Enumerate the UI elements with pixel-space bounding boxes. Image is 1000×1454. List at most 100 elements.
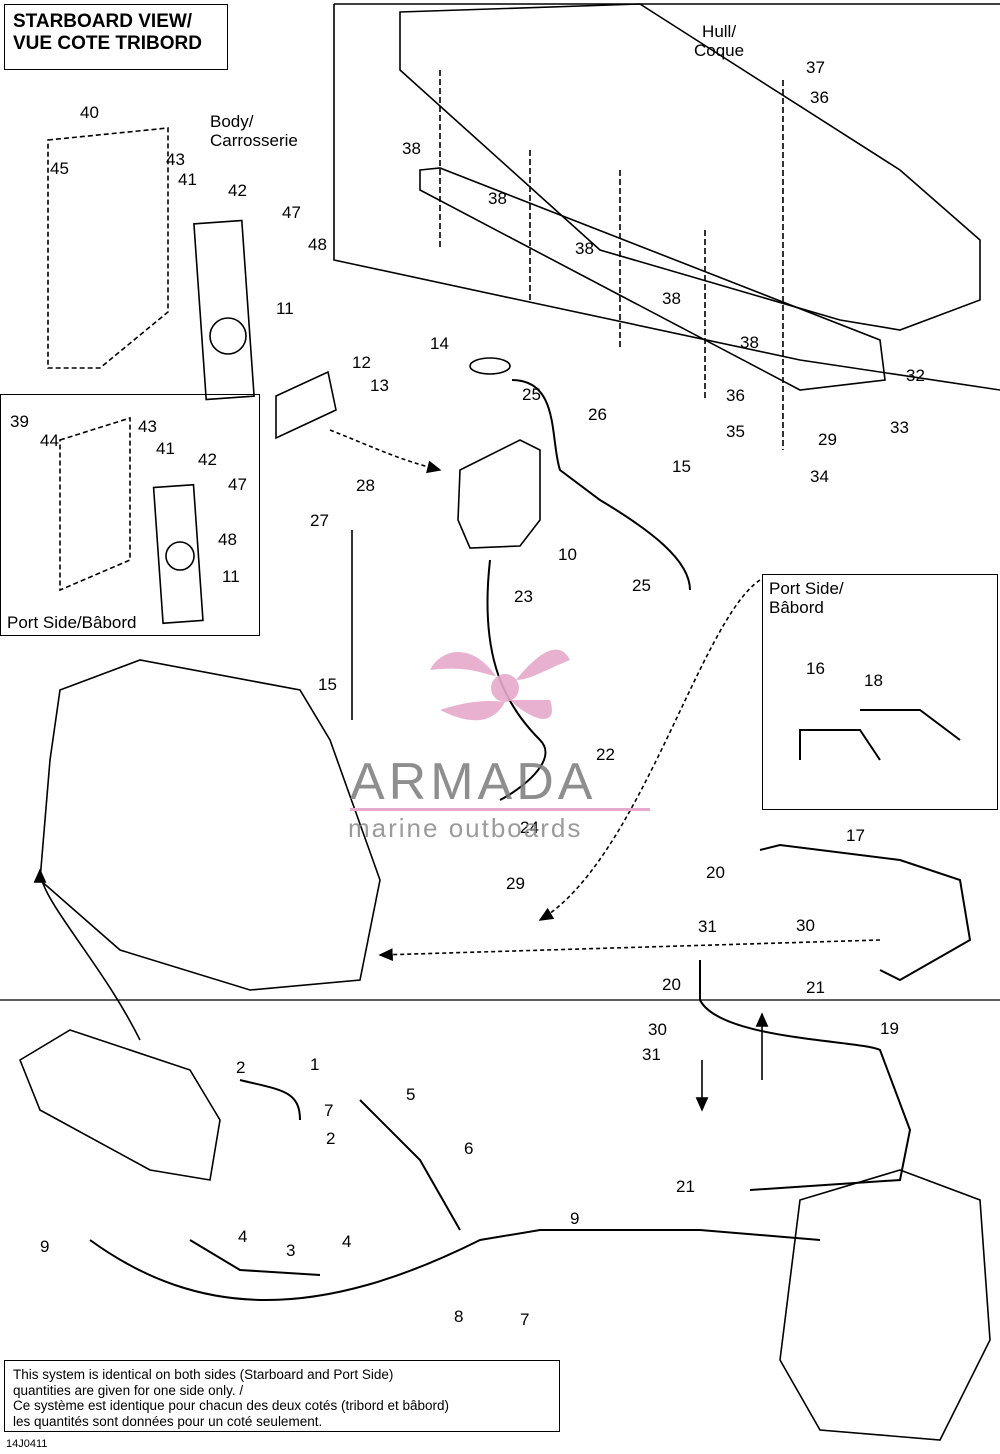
body-panel [47,127,169,369]
inset-hose-18 [860,709,961,741]
hose-1 [239,1079,301,1121]
jet-pump [779,1169,991,1441]
watermark-tagline: marine outboards [348,813,583,843]
callout-number: 48 [308,235,327,254]
callout-number: 37 [806,58,825,77]
callout-number: 19 [880,1019,899,1038]
callout-number: 26 [588,405,607,424]
callout-number: 14 [430,334,449,353]
callout-number: 27 [310,511,329,530]
callout-number: 43 [166,150,185,169]
callout-number: 4 [342,1232,351,1251]
callout-number: 38 [402,139,421,158]
hose-5 [359,1099,461,1231]
diagram-code: 14J0411 [6,1438,48,1450]
callout-number: 42 [228,181,247,200]
plate-hole [209,317,247,355]
hose-3 [189,1239,321,1276]
hose-22 [486,559,547,801]
callout-number: 33 [890,418,909,437]
callout-number: 22 [596,745,615,764]
callout-number: 15 [672,457,691,476]
callout-number: 35 [726,422,745,441]
callout-number: 5 [406,1085,415,1104]
callout-number: 20 [706,863,725,882]
callout-number: 25 [632,576,651,595]
callout-number: 21 [806,978,825,997]
bracket [275,370,337,440]
hull-label: Hull/ Coque [694,22,745,60]
callout-number: 36 [810,88,829,107]
callout-number: 29 [506,874,525,893]
hose-17 [759,843,972,982]
callout-number: 45 [50,159,69,178]
callout-number: 11 [222,567,240,586]
note-line: les quantités sont données pour un coté … [13,1413,323,1429]
body-label: Body/ Carrosserie [210,112,298,150]
callout-number: 42 [198,450,217,469]
callout-number: 38 [740,333,759,352]
note-line: This system is identical on both sides (… [13,1367,394,1382]
callout-number: 38 [575,239,594,258]
view-title-line1: STARBOARD VIEW/ [13,11,193,32]
callout-number: 20 [662,975,681,994]
port-body-panel [59,416,131,592]
watermark-line [350,808,650,811]
watermark-brand: ARMADA [350,753,597,811]
watermark-logo [430,649,570,721]
callout-number: 41 [156,439,175,458]
inset-label: Port Side/ Bâbord [769,579,844,617]
mounting-plate [193,219,255,401]
note-line: Ce système est identique pour chacun des… [13,1398,449,1413]
callout-number: 2 [236,1058,245,1077]
coolant-reservoir [457,439,541,549]
callout-number: 31 [698,917,717,936]
hose-19 [699,960,912,1191]
callout-number: 3 [286,1241,295,1260]
mounting-rail [419,167,886,391]
callout-number: 17 [846,826,865,845]
hull-boundary [333,4,1000,391]
flow-arrow [329,429,442,474]
port-plate-hole [165,541,195,571]
callout-number: 15 [318,675,337,694]
callout-number: 30 [648,1020,667,1039]
inset-hose-16 [799,729,881,761]
callout-number: 9 [40,1237,49,1256]
callout-number: 31 [642,1045,661,1064]
callout-number: 13 [370,376,389,395]
callout-number: 38 [662,289,681,308]
flow-arrow [538,579,761,921]
callout-number: 34 [810,467,829,486]
callout-number: 10 [558,545,577,564]
callout-number: 44 [40,431,59,450]
callout-number: 41 [178,170,197,189]
callout-number: 36 [726,386,745,405]
callout-number: 4 [238,1227,247,1246]
callout-number: 24 [520,818,539,837]
callout-number: 47 [282,203,301,222]
port-side-label: Port Side/Bâbord [7,613,137,632]
callout-number: 32 [906,366,925,385]
callout-number: 47 [228,475,247,494]
port-mounting-plate [152,483,204,625]
callout-number: 9 [570,1209,579,1228]
callout-number: 8 [454,1307,463,1326]
callout-number: 39 [10,412,29,431]
callout-number: 40 [80,103,99,122]
callout-number: 2 [326,1129,335,1148]
callout-number: 16 [806,659,825,678]
callout-number: 43 [138,417,157,436]
callout-number: 12 [352,353,371,372]
note-line: quantities are given for one side only. … [13,1382,244,1398]
hose-26 [511,379,691,591]
callout-number: 7 [520,1310,529,1329]
flow-arrow [33,868,141,1041]
callout-number: 25 [522,385,541,404]
callout-number: 28 [356,476,375,495]
callout-number: 18 [864,671,883,690]
view-title: STARBOARD VIEW/ VUE COTE TRIBORD [4,4,228,70]
port-side-box: Port Side/Bâbord [0,394,260,636]
callout-number: 38 [488,189,507,208]
